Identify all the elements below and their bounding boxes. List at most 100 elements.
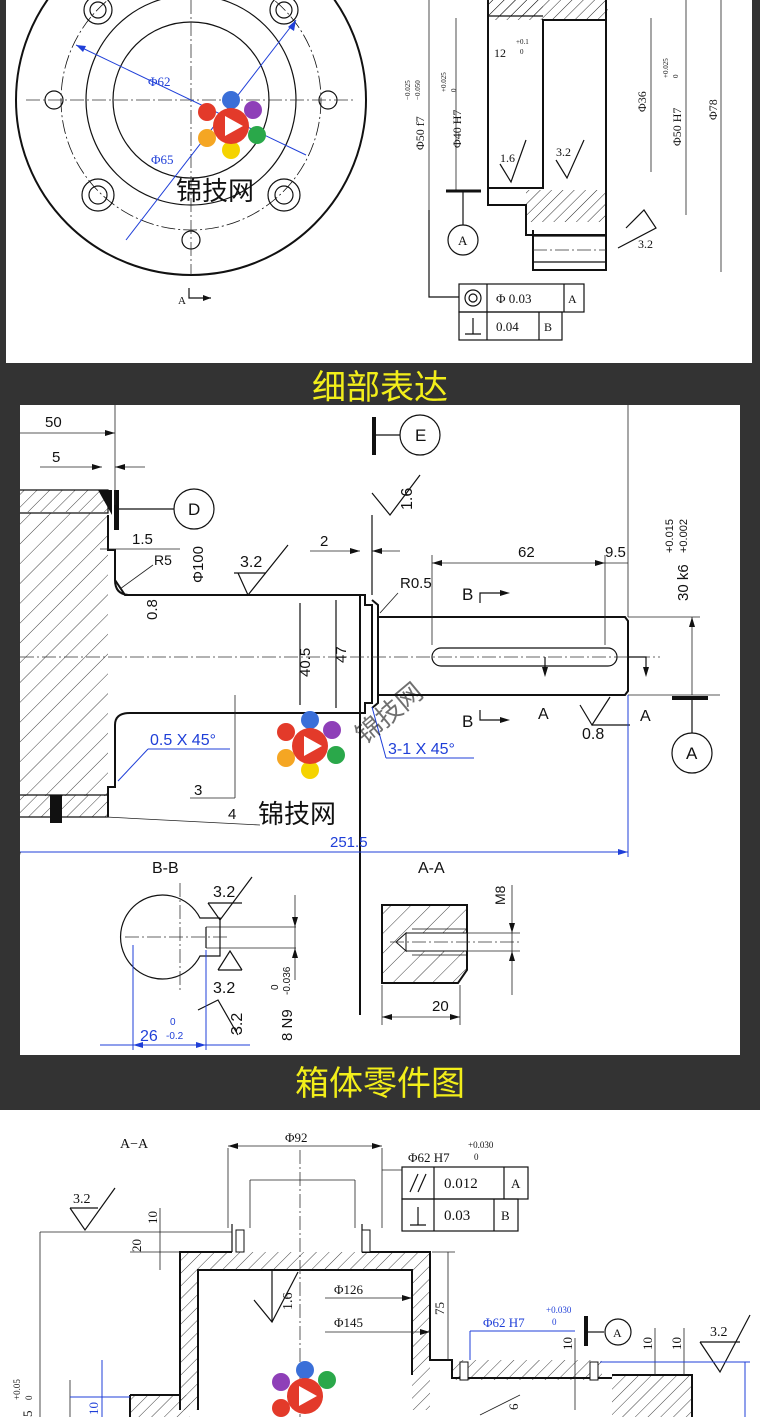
roughness-1-6: 1.6 [500,151,515,165]
bb-roughness-top: 3.2 [213,884,235,901]
tol-d50h7-up: +0.025 [662,58,670,78]
fcf-parallel-value: 0.012 [444,1176,478,1192]
roughness-3-2: 3.2 [240,554,262,571]
tol-w12-up: +0.1 [516,38,529,46]
fcf2-value: 0.04 [496,319,519,334]
fcf-concentricity: Φ 0.03 A [458,283,585,313]
dim-d62: Φ62 [148,74,171,89]
rough-left: 3.2 [73,1192,91,1207]
dim-5: 5 [52,449,60,466]
tol-d40h7-up: +0.025 [440,72,448,92]
dim-8-n9: 8 N9 [279,1009,296,1041]
dim-d40h7: Φ40 H7 [450,110,464,148]
datum-a-shaft: A [686,744,698,763]
rough-right: 3.2 [710,1325,728,1340]
section-mark-b-bottom: B [462,712,473,731]
dim-d50f7: Φ50 f7 [413,116,427,150]
tol-d62b-low: 0 [552,1317,557,1327]
dim-0-8: 0.8 [144,599,161,620]
view-label-a: A [178,295,186,307]
fcf-perpendicularity: 0.04 B [458,311,563,341]
fcf-perp-datum: B [501,1208,510,1223]
watermark-text: 锦技网 [176,176,254,206]
flange-drawing: Φ62 Φ65 A Φ50 f7 −0.025 −0.050 Φ40 H7 +0 [15,0,722,341]
watermark-text-2: 锦技网 [258,799,336,829]
cut-a-mark-2: A [640,708,651,725]
section-aa-title: A-A [418,860,445,877]
fcf-parallel-datum: A [511,1176,521,1191]
rough-mid: 1.6 [281,1293,296,1311]
section-heading-housing: 箱体零件图 [295,1064,465,1104]
drawing-panel-2: 50 5 1.5 R5 Φ100 0.8 3.2 2 E 1.6 R0.5 62… [20,405,740,1055]
drawing-panel-3: A−A Φ92 Φ62 H7 +0.030 0 0.012 A 0.03 B [0,1110,760,1417]
dim-d92: Φ92 [285,1130,308,1145]
dim-62: 62 [518,544,535,561]
part-label-4: 4 [228,806,236,823]
watermark-logo-3 [272,1361,336,1417]
watermark-logo [198,91,266,159]
dim-v10: 10 [145,1211,160,1224]
chamfer-0-5x45: 0.5 X 45° [150,732,216,749]
roughness-0-8: 0.8 [582,726,604,743]
dim-left-10: 10 [86,1402,101,1415]
dim-r5: R5 [154,552,172,568]
fcf-perp-value: 0.03 [444,1208,470,1224]
bb-roughness-side: 3.2 [229,1013,246,1035]
datum-a: A [458,233,468,248]
dim-d126: Φ126 [334,1282,364,1297]
dim-26: 26 [140,1028,158,1045]
roughness-3-2-top: 3.2 [556,145,571,159]
flange-section-view: Φ50 f7 −0.025 −0.050 Φ40 H7 +0.025 0 12 … [404,0,722,341]
dim-d62-h7: Φ62 H7 [408,1150,450,1165]
tol-k6-low: +0.002 [678,519,690,553]
dim-d100: Φ100 [190,546,207,583]
fcf1-value: Φ 0.03 [496,291,532,306]
dim-m8: M8 [492,885,508,905]
dim-r0-5: R0.5 [400,575,432,592]
dim-40-5: 40.5 [297,648,314,677]
dim-v10-b: 10 [560,1337,575,1350]
dim-d65: Φ65 [151,152,174,167]
dim-v20: 20 [129,1239,144,1252]
tol-w12-low: 0 [520,48,524,56]
housing-view-title: A−A [120,1137,149,1152]
dim-v75: 75 [432,1302,447,1315]
tol-left-up: +0.05 [12,1379,22,1400]
dim-47: 47 [333,646,350,663]
section-bb-title: B-B [152,860,179,877]
dim-251-5: 251.5 [330,834,368,851]
dim-d78: Φ78 [706,99,720,120]
tol-d40h7-low: 0 [450,88,458,92]
tol-d50f7-up: −0.025 [404,80,412,100]
shaft-detail-drawing: 50 5 1.5 R5 Φ100 0.8 3.2 2 E 1.6 R0.5 62… [20,405,720,1050]
dim-left-5: 5 [20,1411,35,1417]
tol-n9-up: 0 [270,984,281,990]
dim-v10-d: 10 [669,1337,684,1350]
dim-d62-h7-b: Φ62 H7 [483,1315,525,1330]
bolt-holes [44,0,338,250]
dim-2: 2 [320,533,328,550]
chamfer-3-1x45: 3-1 X 45° [388,741,455,758]
part-label-3: 3 [194,782,202,799]
dim-9-5: 9.5 [605,544,626,561]
dim-d36: Φ36 [635,91,649,112]
flange-front-view: Φ62 Φ65 A [15,0,367,307]
tol-k6-up: +0.015 [664,519,676,553]
dim-bottom-6: 6 [506,1403,521,1410]
datum-a-housing: A [613,1326,622,1340]
dim-d50h7: Φ50 H7 [670,108,684,146]
dim-w12: 12 [494,46,506,60]
fcf1-datum: A [568,292,577,306]
tol-d62-low: 0 [474,1152,479,1162]
cut-a-mark-1: A [538,706,549,723]
roughness-1-6: 1.6 [399,488,416,510]
dim-30-k6: 30 k6 [675,564,692,601]
dim-20: 20 [432,998,449,1015]
datum-e: E [415,426,426,445]
section-mark-b-top: B [462,585,473,604]
section-heading-detail: 细部表达 [312,368,448,408]
dim-1-5: 1.5 [132,531,153,548]
tol-n9-low: -0.036 [282,966,293,995]
tol-d62-up: +0.030 [468,1140,494,1150]
dim-50: 50 [45,414,62,431]
